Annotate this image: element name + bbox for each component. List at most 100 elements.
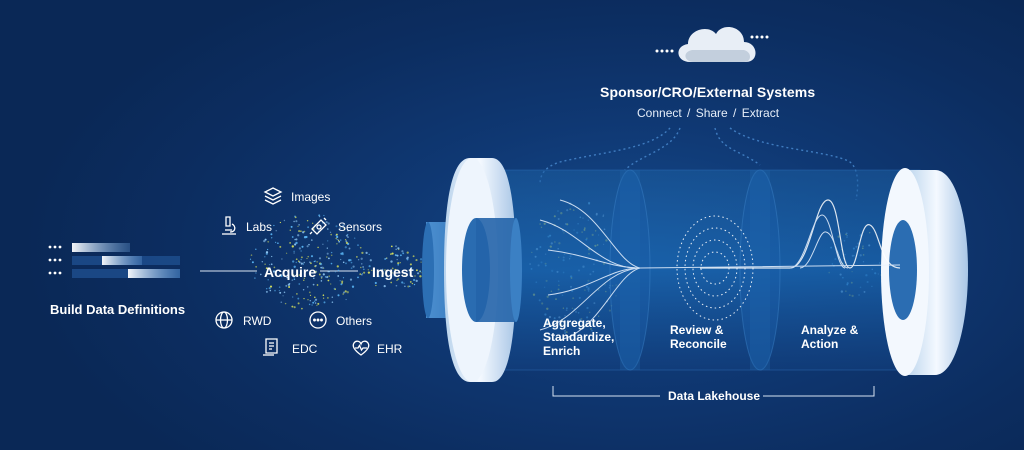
- data-definition-bars: [48, 243, 180, 278]
- data-particle: [323, 301, 326, 304]
- data-particle: [345, 262, 347, 265]
- data-particle: [273, 266, 276, 269]
- data-particle: [390, 271, 393, 274]
- source-sensors: Sensors: [338, 220, 383, 234]
- cloud-dots: [655, 35, 769, 53]
- data-particle: [254, 277, 256, 279]
- data-particle: [291, 236, 294, 238]
- data-particle: [270, 233, 273, 236]
- data-particle: [354, 237, 356, 239]
- data-particle: [390, 281, 393, 284]
- data-particle: [417, 272, 420, 275]
- data-particle: [307, 255, 309, 258]
- data-particle: [351, 285, 355, 288]
- data-particle: [397, 262, 400, 265]
- data-particle: [367, 271, 371, 274]
- data-particle: [300, 258, 302, 261]
- data-particle: [295, 261, 298, 264]
- data-particle: [300, 262, 303, 265]
- data-particle: [341, 280, 344, 283]
- data-particle: [412, 255, 415, 258]
- lakehouse-bracket: [552, 386, 875, 397]
- data-particle: [360, 257, 363, 260]
- data-particle: [255, 272, 257, 274]
- data-particle: [279, 221, 282, 224]
- data-particle: [327, 228, 329, 230]
- data-particle: [345, 234, 348, 237]
- data-particle: [336, 238, 338, 241]
- data-particle: [361, 272, 364, 275]
- data-particle: [403, 271, 406, 275]
- data-particle: [359, 246, 362, 249]
- data-particle: [340, 283, 343, 286]
- data-particle: [284, 302, 287, 305]
- data-particle: [330, 233, 333, 236]
- data-particle: [324, 276, 327, 278]
- data-particle: [306, 257, 308, 260]
- data-particle: [337, 269, 340, 272]
- data-particle: [318, 214, 321, 217]
- data-particle: [395, 248, 398, 251]
- data-particle: [383, 284, 386, 288]
- data-particle: [251, 261, 254, 264]
- data-particle: [293, 250, 295, 253]
- data-particle: [329, 231, 332, 233]
- data-particle: [345, 298, 347, 301]
- data-particle: [331, 301, 334, 303]
- data-particle: [281, 258, 283, 260]
- data-particle: [303, 230, 306, 233]
- data-lakehouse-label: Data Lakehouse: [668, 389, 761, 403]
- data-particle: [297, 225, 299, 228]
- data-particle: [312, 283, 315, 286]
- data-particle: [274, 241, 277, 244]
- data-particle: [407, 285, 410, 288]
- source-edc: EDC: [292, 342, 318, 356]
- data-particle: [316, 304, 318, 307]
- data-particle: [293, 265, 296, 268]
- data-particle: [345, 241, 349, 245]
- data-particle: [401, 274, 404, 277]
- data-particle: [336, 265, 339, 268]
- data-particle: [352, 265, 355, 268]
- data-particle: [298, 247, 302, 250]
- data-particle: [312, 301, 315, 304]
- data-particle: [410, 267, 413, 269]
- data-particle: [302, 231, 305, 234]
- data-particle: [310, 239, 313, 241]
- data-particle: [327, 271, 329, 273]
- data-particle: [271, 255, 273, 258]
- ellipsis-circle-icon: [309, 311, 327, 329]
- data-particle: [298, 224, 300, 226]
- data-particle: [293, 278, 296, 281]
- data-particle: [322, 273, 325, 276]
- data-particle: [375, 284, 377, 287]
- data-particle: [291, 245, 294, 248]
- data-particle: [322, 243, 324, 245]
- data-particle: [303, 236, 307, 239]
- data-particle: [361, 274, 363, 276]
- data-particle: [294, 243, 297, 246]
- data-particle: [288, 286, 291, 288]
- data-particle: [293, 252, 295, 254]
- data-particle: [282, 295, 284, 297]
- data-particle: [307, 299, 309, 301]
- data-particle: [316, 261, 318, 263]
- data-particle: [344, 290, 347, 293]
- data-particle: [315, 265, 317, 267]
- data-particle: [292, 275, 296, 278]
- data-particle: [301, 307, 303, 310]
- data-particle: [399, 262, 401, 264]
- data-particle: [292, 296, 294, 298]
- data-particle: [279, 291, 282, 294]
- data-particle: [314, 296, 316, 299]
- data-particle: [331, 296, 334, 298]
- data-particle: [390, 260, 393, 263]
- globe-icon: [215, 311, 233, 329]
- data-particle: [316, 284, 319, 286]
- data-particle: [384, 258, 386, 260]
- data-particle: [313, 300, 316, 302]
- data-particle: [336, 243, 338, 245]
- heart-pulse-icon: [352, 340, 370, 356]
- data-particle: [404, 275, 406, 277]
- data-particle: [406, 258, 409, 261]
